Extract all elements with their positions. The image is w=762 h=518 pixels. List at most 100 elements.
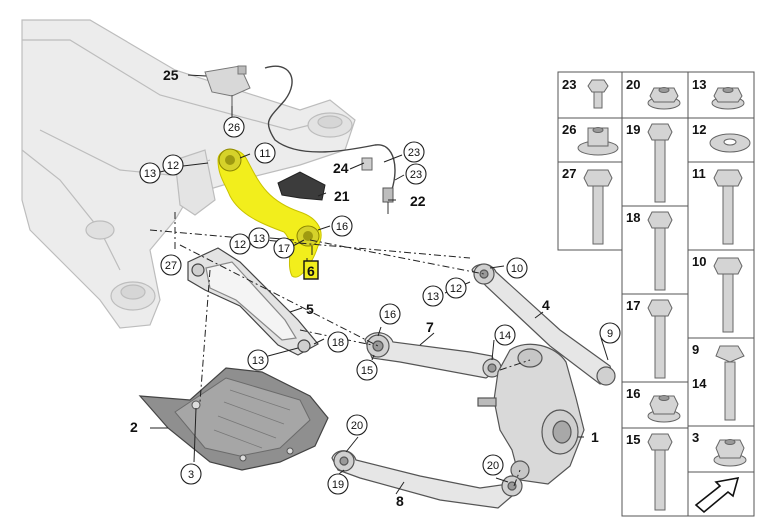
svg-text:11: 11 [259, 148, 270, 160]
callout-17 [273, 237, 295, 259]
small-bolt-icon [587, 79, 609, 109]
eccentric-bolt-icon [715, 345, 745, 421]
svg-text:16: 16 [626, 386, 640, 401]
svg-text:13: 13 [253, 233, 265, 245]
svg-text:12: 12 [692, 122, 706, 137]
callout-texts: 26 11 12 13 23 23 16 13 17 12 27 10 12 1… [144, 122, 613, 491]
label-8: 8 [396, 493, 404, 509]
label-7: 7 [426, 319, 434, 335]
svg-text:13: 13 [427, 291, 439, 303]
long-bolt-icon [713, 257, 743, 333]
svg-text:20: 20 [487, 460, 499, 472]
label-22: 22 [410, 193, 426, 209]
svg-text:3: 3 [692, 430, 699, 445]
control-arm-7 [364, 332, 502, 379]
svg-text:6: 6 [307, 263, 315, 279]
long-bolt-icon [647, 123, 673, 203]
flange-nut-icon [647, 395, 681, 423]
long-bolt-icon [647, 299, 673, 379]
label-1: 1 [591, 429, 599, 445]
bolt-icon [583, 169, 613, 245]
long-bolt-icon [647, 433, 673, 511]
svg-text:13: 13 [252, 355, 264, 367]
svg-text:18: 18 [332, 337, 344, 349]
control-arm-8 [331, 450, 523, 509]
label-2: 2 [130, 419, 138, 435]
callout-14 [494, 324, 516, 346]
callout-9 [599, 322, 621, 344]
flange-nut-icon [713, 439, 747, 467]
grid-labels: 23 20 13 26 19 12 27 11 18 10 17 9 14 16… [562, 77, 707, 447]
svg-text:12: 12 [167, 160, 179, 172]
callout-12b [229, 233, 251, 255]
svg-text:26: 26 [228, 122, 240, 134]
cell-23 [557, 71, 623, 119]
svg-text:10: 10 [692, 254, 706, 269]
svg-text:19: 19 [626, 122, 640, 137]
svg-text:20: 20 [351, 420, 363, 432]
label-21: 21 [334, 188, 350, 204]
svg-text:9: 9 [607, 328, 613, 340]
svg-text:20: 20 [626, 77, 640, 92]
grid-icons [577, 79, 751, 511]
svg-text:19: 19 [332, 479, 344, 491]
svg-text:23: 23 [410, 169, 422, 181]
callout-20b [482, 454, 504, 476]
callout-13b [248, 227, 270, 249]
part-labels: 25 24 21 22 5 7 4 2 1 8 [130, 67, 599, 509]
callout-11 [254, 142, 276, 164]
cage-nut-icon [577, 127, 619, 156]
underbody-shield [138, 367, 329, 471]
callout-13c [422, 285, 444, 307]
callout-20a [346, 414, 368, 436]
washer-icon [709, 133, 751, 153]
svg-text:16: 16 [336, 221, 348, 233]
long-bolt-icon [713, 169, 743, 245]
direction-arrow-icon [694, 476, 740, 514]
svg-text:18: 18 [626, 210, 640, 225]
svg-text:23: 23 [562, 77, 576, 92]
svg-text:12: 12 [234, 239, 246, 251]
callout-26 [223, 116, 245, 138]
long-bolt-icon [647, 211, 673, 291]
sensor-clip [361, 157, 373, 171]
label-4: 4 [542, 297, 550, 313]
label-24: 24 [333, 160, 349, 176]
flange-nut-icon [711, 87, 745, 110]
wheel-speed-sensor [382, 187, 394, 214]
svg-text:13: 13 [692, 77, 706, 92]
callout-circles [139, 116, 621, 495]
flange-nut-icon [647, 87, 681, 110]
callout-16a [331, 215, 353, 237]
svg-text:3: 3 [188, 469, 194, 481]
callout-13d [247, 349, 269, 371]
callout-19 [327, 473, 349, 495]
callout-12c [445, 277, 467, 299]
svg-text:10: 10 [511, 263, 523, 275]
svg-text:11: 11 [692, 166, 706, 181]
lower-brace-arm [187, 247, 319, 356]
svg-text:13: 13 [144, 168, 156, 180]
svg-text:9: 9 [692, 342, 699, 357]
callout-3 [180, 463, 202, 485]
svg-text:12: 12 [450, 283, 462, 295]
svg-text:16: 16 [384, 309, 396, 321]
svg-text:14: 14 [692, 376, 707, 391]
callout-10 [506, 257, 528, 279]
callout-16b [379, 303, 401, 325]
svg-text:23: 23 [408, 147, 420, 159]
label-6-box: 6 [303, 260, 319, 280]
svg-text:26: 26 [562, 122, 576, 137]
callout-23b [405, 163, 427, 185]
svg-text:15: 15 [361, 365, 373, 377]
svg-text:14: 14 [499, 330, 511, 342]
svg-text:15: 15 [626, 432, 640, 447]
callout-13a [139, 162, 161, 184]
callout-23a [403, 141, 425, 163]
wheel-carrier [477, 343, 585, 485]
callout-27 [160, 254, 182, 276]
rear-subframe [21, 19, 356, 329]
label-5: 5 [306, 301, 314, 317]
